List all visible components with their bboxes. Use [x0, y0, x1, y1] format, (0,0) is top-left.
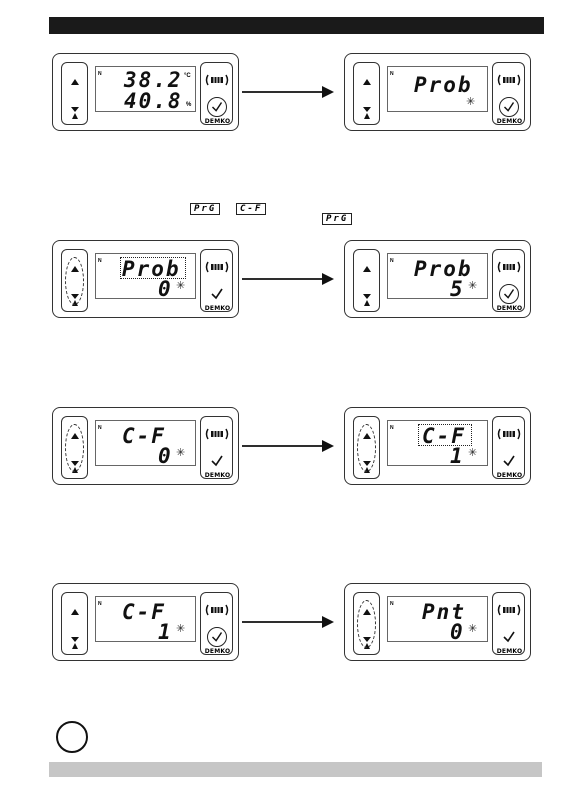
flash-icon: ✳ [466, 97, 475, 108]
display-bottom: 1 [158, 622, 173, 643]
flash-icon: ✳ [468, 281, 477, 292]
display-bottom: 0 [158, 446, 173, 467]
transition-arrow [240, 614, 336, 630]
left-button-column [61, 416, 88, 479]
lcd-screen: N C-F 0 ✳ [95, 420, 196, 466]
device-panel-4: N Prob 5 ✳ DEMKO [344, 240, 531, 318]
right-button-column: DEMKO [200, 416, 233, 479]
left-button-column [353, 592, 380, 655]
flash-icon: ✳ [176, 448, 185, 459]
highlight-oval [357, 424, 376, 472]
brand-logo: DEMKO [202, 472, 233, 480]
device-panel-3: N Prob 0 ✳ DEMKO [52, 240, 239, 318]
lcd-screen: N Pnt 0 ✳ [387, 596, 488, 642]
arrow-up-icon[interactable] [71, 609, 79, 615]
device-panel-5: N C-F 0 ✳ DEMKO [52, 407, 239, 485]
brand-logo: DEMKO [494, 648, 525, 656]
lcd-screen: N 38.2 °C 40.8 % [95, 66, 196, 112]
flash-icon: ✳ [176, 624, 185, 635]
left-button-column [61, 62, 88, 125]
display-top: 38.2 [124, 70, 183, 91]
check-icon[interactable] [499, 284, 519, 304]
arrow-down-icon[interactable] [362, 107, 372, 119]
fan-icon[interactable] [205, 73, 229, 87]
right-button-column: DEMKO [200, 62, 233, 125]
device-panel-2: N Prob ✳ DEMKO [344, 53, 531, 131]
display-bottom: 1 [450, 446, 465, 467]
flash-icon: ✳ [468, 448, 477, 459]
arrow-down-icon[interactable] [70, 637, 80, 649]
arrow-down-icon[interactable] [362, 294, 372, 306]
check-icon[interactable] [499, 627, 519, 647]
brand-logo: DEMKO [202, 118, 233, 126]
brand-logo: DEMKO [494, 472, 525, 480]
check-icon[interactable] [499, 97, 519, 117]
fan-icon[interactable] [205, 603, 229, 617]
display-bottom: 5 [450, 279, 465, 300]
lcd-screen: N Prob 0 ✳ [95, 253, 196, 299]
brand-logo: DEMKO [202, 648, 233, 656]
left-button-column [353, 416, 380, 479]
header-bar [49, 17, 544, 34]
info-circle-icon [56, 721, 88, 753]
check-icon[interactable] [207, 451, 227, 471]
fan-icon[interactable] [497, 603, 521, 617]
brand-logo: DEMKO [202, 305, 233, 313]
brand-logo: DEMKO [494, 305, 525, 313]
display-bottom: 40.8 [124, 91, 183, 112]
left-button-column [61, 249, 88, 312]
left-button-column [61, 592, 88, 655]
right-button-column: DEMKO [492, 62, 525, 125]
unit-bottom: % [186, 102, 191, 108]
flash-icon: ✳ [176, 281, 185, 292]
check-icon[interactable] [207, 97, 227, 117]
left-button-column [353, 249, 380, 312]
lcd-screen: N C-F 1 ✳ [387, 420, 488, 466]
highlight-oval [65, 257, 84, 305]
left-button-column [353, 62, 380, 125]
device-panel-6: N C-F 1 ✳ DEMKO [344, 407, 531, 485]
right-button-column: DEMKO [492, 249, 525, 312]
right-button-column: DEMKO [492, 416, 525, 479]
flash-icon: ✳ [468, 624, 477, 635]
transition-arrow [240, 271, 336, 287]
lcd-screen: N C-F 1 ✳ [95, 596, 196, 642]
footer-bar [49, 762, 542, 777]
brand-logo: DEMKO [494, 118, 525, 126]
fan-icon[interactable] [497, 260, 521, 274]
check-icon[interactable] [207, 627, 227, 647]
arrow-up-icon[interactable] [71, 79, 79, 85]
check-icon[interactable] [499, 451, 519, 471]
inline-code-prg-2: PrG [322, 213, 352, 225]
right-button-column: DEMKO [200, 249, 233, 312]
arrow-down-icon[interactable] [70, 107, 80, 119]
lcd-screen: N Prob ✳ [387, 66, 488, 112]
unit-top: °C [184, 73, 191, 79]
arrow-up-icon[interactable] [363, 79, 371, 85]
device-panel-1: N 38.2 °C 40.8 % DEMKO [52, 53, 239, 131]
right-button-column: DEMKO [200, 592, 233, 655]
lcd-screen: N Prob 5 ✳ [387, 253, 488, 299]
right-button-column: DEMKO [492, 592, 525, 655]
highlight-oval [65, 424, 84, 472]
arrow-up-icon[interactable] [363, 266, 371, 272]
display-bottom: 0 [158, 279, 173, 300]
display-top: Prob [414, 75, 473, 96]
fan-icon[interactable] [205, 260, 229, 274]
fan-icon[interactable] [497, 427, 521, 441]
device-panel-8: N Pnt 0 ✳ DEMKO [344, 583, 531, 661]
device-panel-7: N C-F 1 ✳ DEMKO [52, 583, 239, 661]
fan-icon[interactable] [205, 427, 229, 441]
check-icon[interactable] [207, 284, 227, 304]
inline-code-cf: C-F [236, 203, 266, 215]
fan-icon[interactable] [497, 73, 521, 87]
transition-arrow [240, 84, 336, 100]
transition-arrow [240, 438, 336, 454]
display-bottom: 0 [450, 622, 465, 643]
highlight-oval [357, 600, 376, 648]
inline-code-prg: PrG [190, 203, 220, 215]
